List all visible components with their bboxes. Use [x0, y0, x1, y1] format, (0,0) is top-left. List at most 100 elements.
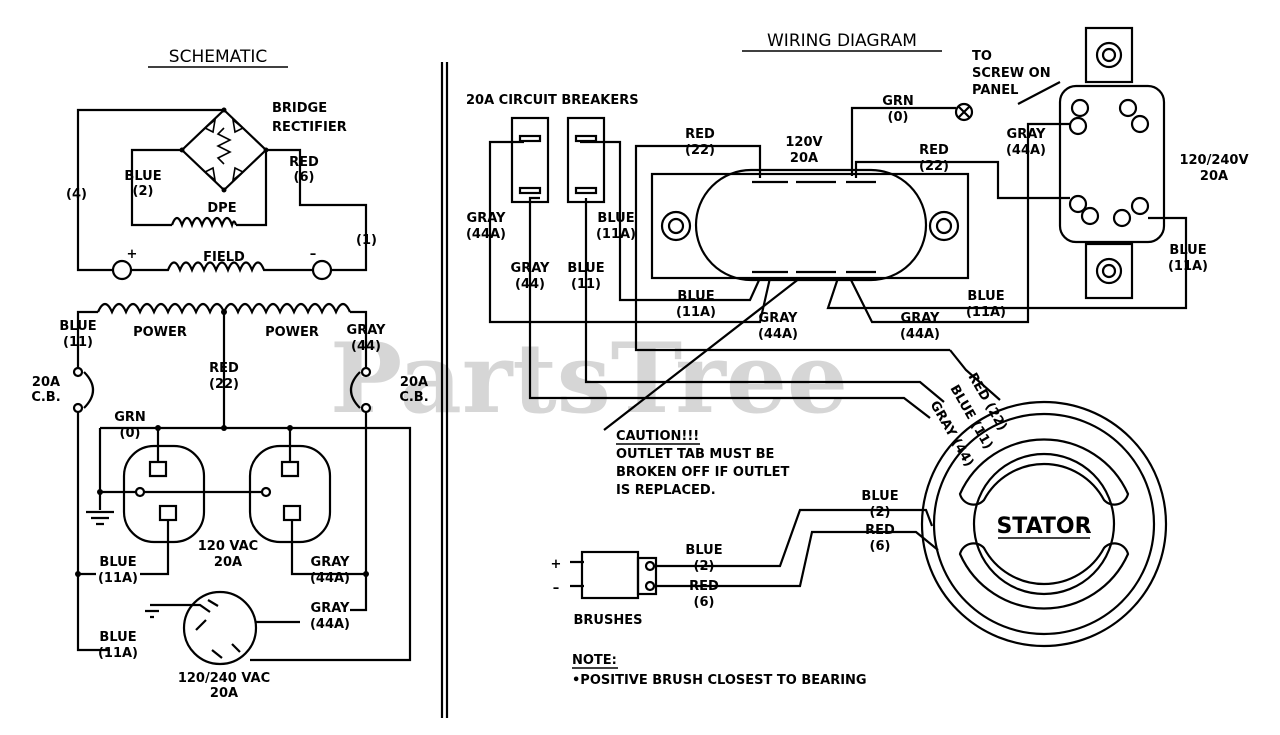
blue-2-brush-num: (2)	[694, 559, 715, 574]
grn-0-label: GRN	[114, 410, 146, 425]
brushes-label: BRUSHES	[574, 613, 643, 628]
red-22-right-label: RED	[919, 143, 949, 158]
to-screw-label-3: PANEL	[972, 83, 1018, 98]
outlet-120v-left	[122, 428, 206, 576]
blue-2-stator-num: (2)	[870, 505, 891, 520]
watermark: PartsTree	[330, 322, 848, 435]
blue-11a-mid-num: (11A)	[676, 305, 716, 320]
outlet-240v-label: 120/240V	[1179, 153, 1248, 168]
grn-0-wiring-num: (0)	[888, 110, 909, 125]
lead-4-label: (4)	[66, 187, 87, 202]
field-terminal-positive	[111, 259, 133, 281]
wire-4	[76, 108, 224, 272]
gray-44a-lower-num: (44A)	[310, 617, 350, 632]
cb-left-terminal-bottom	[72, 402, 84, 414]
wire-red-6	[236, 150, 268, 227]
blue-11a-right-label: BLUE	[967, 289, 1004, 304]
power-left-label: POWER	[133, 325, 187, 340]
blue-11a-left-num: (11A)	[596, 227, 636, 242]
caution-title: CAUTION!!!	[616, 429, 699, 444]
blue-11a-lower-label: BLUE	[99, 630, 136, 645]
blue-11a-left-label: BLUE	[597, 211, 634, 226]
red-22-left-label: RED	[685, 127, 715, 142]
bridge-rectifier-label-1: BRIDGE	[272, 101, 327, 116]
red-22-num: (22)	[209, 377, 239, 392]
field-plus: +	[127, 247, 138, 262]
blue-11a-upper-num: (11A)	[98, 571, 138, 586]
grn-0-num: (0)	[120, 426, 141, 441]
outlet-240v	[145, 590, 300, 666]
power-winding-right	[222, 302, 352, 315]
caution-leader-line	[603, 277, 801, 431]
wire-left-leg	[76, 412, 110, 652]
wire-blue-2	[656, 508, 934, 568]
cb-right-terminal-top	[360, 366, 372, 378]
wire-blue-11a-mid	[826, 277, 968, 310]
gray-44a-top-num: (44A)	[1006, 143, 1046, 158]
wiring-section: WIRING DIAGRAM 20A CIRCUIT BREAKERS 120V…	[466, 26, 1249, 688]
gray-44a-mid2-num: (44A)	[900, 327, 940, 342]
red-22-left-num: (22)	[685, 143, 715, 158]
outlet-120v-duplex	[650, 168, 970, 282]
stator	[920, 400, 1168, 648]
wire-grn-0	[850, 106, 956, 176]
outlet-120v-label: 120V	[785, 135, 822, 150]
cb-right-arc	[349, 371, 361, 409]
circuit-breakers	[510, 116, 606, 204]
red-6-brush-num: (6)	[694, 595, 715, 610]
to-screw-label-2: SCREW ON	[972, 66, 1051, 81]
outlet-240v-twistlock	[1058, 26, 1166, 300]
red-6-label: RED	[289, 155, 319, 170]
gray-44a-upper-label: GRAY	[311, 555, 350, 570]
wire-red-22-left	[634, 144, 950, 352]
brushes	[570, 550, 658, 600]
blue-2-num: (2)	[133, 184, 154, 199]
wire-red-6	[656, 530, 939, 588]
power-right-label: POWER	[265, 325, 319, 340]
red-22-label: RED	[209, 361, 239, 376]
gray-44-label: GRAY	[511, 261, 550, 276]
dpe-label: DPE	[207, 201, 236, 216]
note-title: NOTE:	[572, 653, 617, 668]
note-body: •POSITIVE BRUSH CLOSEST TO BEARING	[572, 673, 867, 688]
cb-left-arc	[83, 371, 95, 409]
cb-right-label: 20A	[400, 375, 428, 390]
wire-blue-2	[130, 148, 182, 227]
red-6-stator-label: RED	[865, 523, 895, 538]
lead-1-label: (1)	[356, 233, 377, 248]
gray-44a-top-label: GRAY	[1007, 127, 1046, 142]
red-6-num: (6)	[294, 170, 315, 185]
bridge-rectifier-label-2: RECTIFIER	[272, 120, 347, 135]
schematic-section: SCHEMATIC BRIDGE RECTIFIER (4) (1) BLUE …	[31, 47, 428, 701]
wire-blue-11	[584, 198, 945, 403]
field-label: FIELD	[203, 250, 245, 265]
wire-blue-11a-left	[580, 140, 762, 302]
gray-44-num: (44)	[351, 339, 381, 354]
blue-2-label: BLUE	[124, 169, 161, 184]
wire-gray-44a-top	[958, 122, 1070, 324]
red-6-brush-label: RED	[689, 579, 719, 594]
brush-plus: +	[551, 557, 562, 572]
panel-leader-line	[1017, 81, 1061, 105]
gray-44a-left-label: GRAY	[467, 211, 506, 226]
blue-11a-mid-label: BLUE	[677, 289, 714, 304]
blue-2-stator-label: BLUE	[861, 489, 898, 504]
panel-screw-icon	[954, 102, 974, 122]
blue-11a-upper-label: BLUE	[99, 555, 136, 570]
outlet-120-amps: 20A	[214, 555, 242, 570]
wire-gray-44a-mid	[849, 277, 958, 324]
cb-left-label: 20A	[32, 375, 60, 390]
gray-44a-upper-num: (44A)	[310, 571, 350, 586]
grn-0-wiring-label: GRN	[882, 94, 914, 109]
gray-44a-left-num: (44A)	[466, 227, 506, 242]
blue-11-label: BLUE	[567, 261, 604, 276]
wire-1	[266, 148, 368, 272]
ground-icon	[86, 510, 114, 526]
wire-red-22-right	[854, 160, 1070, 200]
gray-44a-mid-num: (44A)	[758, 327, 798, 342]
wire-blue-11a-far	[968, 216, 1188, 310]
caution-line-3: IS REPLACED.	[616, 483, 716, 498]
field-terminal-negative	[311, 259, 333, 281]
blue-11-label: BLUE	[59, 319, 96, 334]
